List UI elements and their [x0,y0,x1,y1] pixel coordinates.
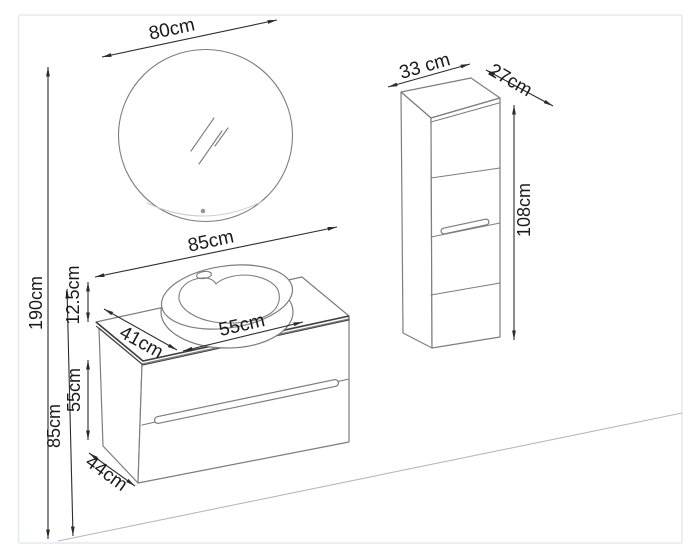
round-mirror [117,48,294,223]
dim-vanity-cabinet-height: 55cm [64,360,90,440]
reflection-line [190,117,215,152]
dim-label-basin-height: 12.5cm [63,265,83,324]
reflection-line [214,127,229,147]
floor-line [57,412,683,542]
dim-label-floor-to-countertop: 85cm [44,404,64,448]
dim-basin-height: 12.5cm [63,265,90,325]
dim-tall-cabinet-height: 108cm [512,105,534,340]
tall-cabinet-handle [440,218,490,235]
mirror-touch-sensor-dot [200,208,206,214]
dim-overall-height: 190cm [26,67,50,539]
mirror-reflection-lines [190,117,229,165]
dim-label-tall-cabinet-height: 108cm [514,183,534,237]
dim-label-tall-cabinet-width: 33 cm [397,49,453,83]
mirror-led-arc [146,200,264,217]
tall-cabinet-left-face [400,91,433,349]
dim-label-overall-height: 190cm [26,276,46,330]
dim-label-mirror-diameter: 80cm [147,14,197,44]
dim-label-vanity-cabinet-height: 55cm [64,368,84,412]
door-seam [430,167,501,179]
reflection-line [198,130,223,165]
tall-side-cabinet [400,77,501,349]
bottom-drawer-handle [154,379,339,424]
tall-cabinet-door-seams [430,167,501,296]
mirror-outline [117,48,294,223]
canvas-border [17,14,683,544]
tall-cabinet-top-slab-edge [430,102,500,123]
door-seam [430,222,501,238]
door-seam [430,282,501,296]
dim-label-vanity-width: 85cm [186,226,236,256]
dim-floor-to-countertop: 85cm [44,288,75,537]
